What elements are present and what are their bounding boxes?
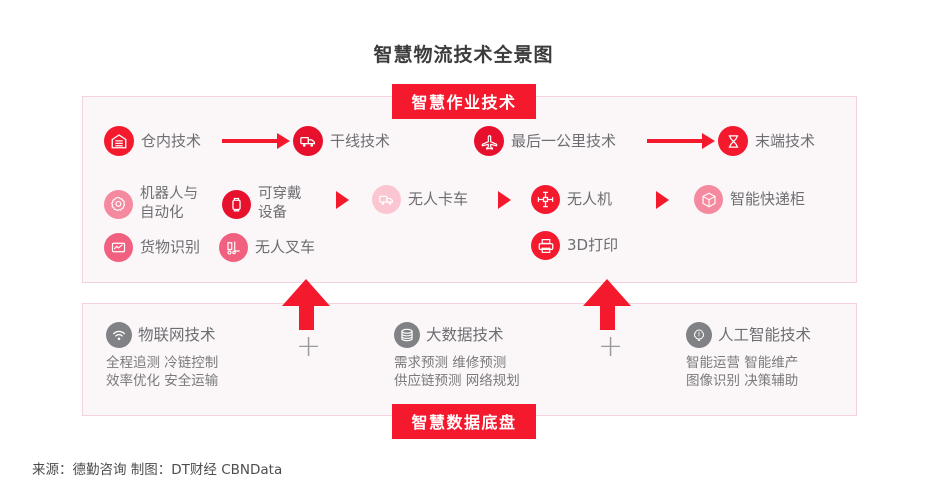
block-title: 物联网技术 bbox=[138, 325, 216, 344]
node-warehouse-tech[interactable]: 仓内技术 bbox=[104, 126, 201, 156]
node-drone[interactable]: 无人机 bbox=[531, 185, 612, 214]
source-footer: 来源：德勤咨询 制图：DT财经 CBNData bbox=[32, 462, 283, 478]
node-label: 仓内技术 bbox=[141, 131, 202, 150]
brain-icon bbox=[686, 322, 712, 348]
block-iot-tech[interactable]: 物联网技术 全程追测 冷链控制 效率优化 安全运输 bbox=[106, 322, 218, 390]
node-smart-parcel-locker[interactable]: 智能快递柜 bbox=[694, 185, 805, 214]
airplane-icon bbox=[474, 126, 504, 156]
node-label: 智能快递柜 bbox=[730, 190, 806, 208]
printer-icon bbox=[531, 231, 560, 260]
node-label: 干线技术 bbox=[330, 131, 391, 150]
node-driverless-truck[interactable]: 无人卡车 bbox=[372, 185, 468, 214]
node-label: 3D打印 bbox=[567, 236, 619, 254]
wearable-device-icon bbox=[222, 189, 251, 219]
drone-icon bbox=[531, 185, 560, 214]
cargo-recognition-icon bbox=[104, 233, 133, 262]
smart-data-foundation-badge: 智慧数据底盘 bbox=[392, 404, 536, 439]
arrow-tri-1 bbox=[336, 191, 349, 209]
truck-icon bbox=[293, 126, 323, 156]
node-label: 无人机 bbox=[567, 190, 613, 208]
block-title: 人工智能技术 bbox=[718, 325, 812, 344]
arrow-tri-3 bbox=[656, 191, 669, 209]
database-icon bbox=[394, 322, 420, 348]
block-ai-tech[interactable]: 人工智能技术 智能运营 智能维产 图像识别 决策辅助 bbox=[686, 322, 811, 390]
forklift-icon bbox=[219, 233, 248, 262]
block-bigdata-tech[interactable]: 大数据技术 需求预测 维修预测 供应链预测 网络规划 bbox=[394, 322, 520, 390]
node-3d-printing[interactable]: 3D打印 bbox=[531, 231, 618, 260]
gear-icon bbox=[104, 189, 133, 219]
node-terminal-tech[interactable]: 末端技术 bbox=[718, 126, 815, 156]
hourglass-icon bbox=[718, 126, 748, 156]
smart-operation-badge: 智慧作业技术 bbox=[392, 84, 536, 119]
node-label: 货物识别 bbox=[140, 238, 201, 256]
driverless-truck-icon bbox=[372, 185, 401, 214]
plus-separator-1: + bbox=[296, 329, 322, 364]
block-lines: 智能运营 智能维产 图像识别 决策辅助 bbox=[686, 355, 799, 389]
block-lines: 全程追测 冷链控制 效率优化 安全运输 bbox=[106, 355, 219, 389]
node-wearable-device[interactable]: 可穿戴 设备 bbox=[222, 185, 302, 223]
node-unmanned-forklift[interactable]: 无人叉车 bbox=[219, 233, 315, 262]
node-cargo-recognition[interactable]: 货物识别 bbox=[104, 233, 200, 262]
arrow-tri-2 bbox=[498, 191, 511, 209]
arrow-warehouse-to-trunkline bbox=[222, 133, 290, 149]
node-label: 机器人与 自动化 bbox=[140, 186, 198, 221]
smart-data-foundation-panel bbox=[82, 303, 857, 416]
node-label: 无人卡车 bbox=[408, 190, 469, 208]
node-label: 最后一公里技术 bbox=[511, 131, 617, 150]
node-label: 无人叉车 bbox=[255, 238, 316, 256]
node-trunkline-tech[interactable]: 干线技术 bbox=[293, 126, 390, 156]
node-last-mile-tech[interactable]: 最后一公里技术 bbox=[474, 126, 616, 156]
page-title: 智慧物流技术全景图 bbox=[373, 44, 554, 66]
up-arrow-left bbox=[282, 279, 330, 330]
wifi-icon bbox=[106, 322, 132, 348]
node-robot-automation[interactable]: 机器人与 自动化 bbox=[104, 185, 198, 223]
node-label: 末端技术 bbox=[755, 131, 816, 150]
warehouse-icon bbox=[104, 126, 134, 156]
block-lines: 需求预测 维修预测 供应链预测 网络规划 bbox=[394, 355, 520, 389]
block-title: 大数据技术 bbox=[426, 325, 504, 344]
up-arrow-right bbox=[583, 279, 631, 330]
plus-separator-2: + bbox=[598, 329, 624, 364]
parcel-locker-icon bbox=[694, 185, 723, 214]
arrow-lastmile-to-terminal bbox=[647, 133, 715, 149]
node-label: 可穿戴 设备 bbox=[258, 186, 302, 221]
